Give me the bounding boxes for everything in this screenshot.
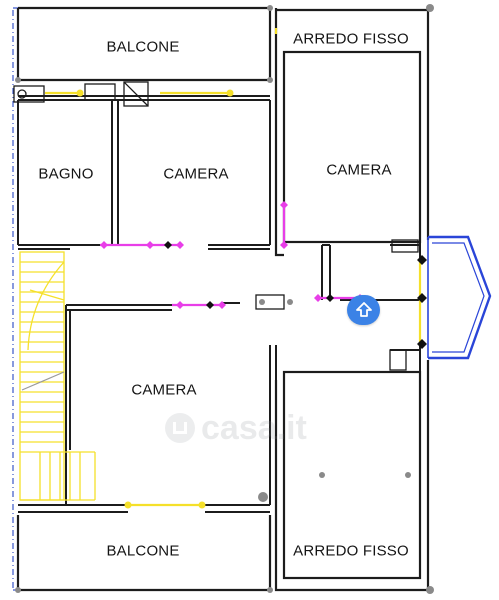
room-label-camera-top-right: CAMERA [326,161,392,179]
room-label-balcone-bottom: BALCONE [106,542,180,560]
watermark-text: casa.it [201,408,307,447]
room-label-camera-bottom-left: CAMERA [131,381,197,399]
house-logo-icon [165,413,195,443]
fixture-symbols [13,81,419,371]
room-label-bagno: BAGNO [38,165,94,183]
stair-direction-line [21,371,65,391]
location-arrow-icon [355,302,372,317]
gray-fixtures [15,4,434,594]
room-label-arredo-fisso-bottom: ARREDO FISSO [293,542,409,560]
staircase [19,251,96,501]
casa-it-watermark: casa.it [165,398,335,458]
room-label-camera-top-middle: CAMERA [163,165,229,183]
location-button[interactable] [347,295,380,325]
room-label-arredo-fisso-top: ARREDO FISSO [293,30,409,48]
room-label-balcone-top: BALCONE [106,38,180,56]
door-markers-yellow [76,89,234,509]
bay-window [427,235,492,360]
magenta-markers [100,201,364,309]
black-markers [164,241,427,349]
